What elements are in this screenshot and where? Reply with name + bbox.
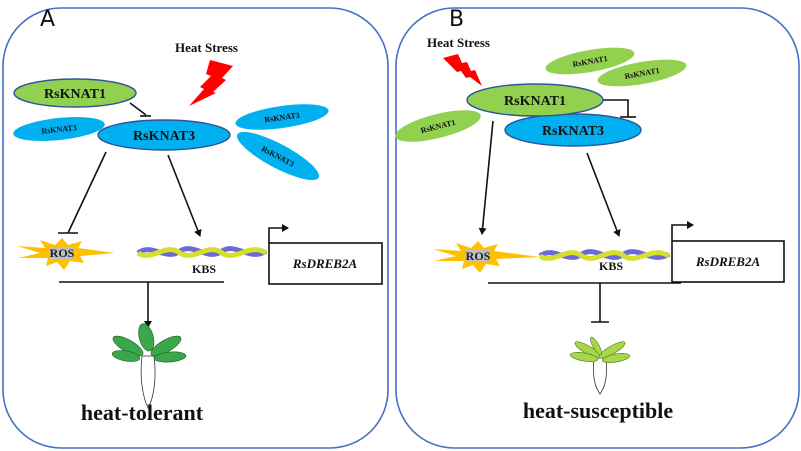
- panel-a-node-rsknat1: RsKNAT1: [13, 78, 137, 108]
- panel-b-border: [395, 7, 800, 449]
- panel-b-tss-arrow: [671, 221, 694, 241]
- panel-b-inhibit-line: [603, 99, 629, 117]
- panel-a-ros: ROS: [17, 238, 115, 270]
- panel-a-plant-icon: [111, 323, 187, 409]
- panel-b-activate-ros-arrow: [478, 120, 494, 235]
- panel-a-satellite-node: RsKNAT3: [235, 104, 329, 130]
- panel-b-node-rsknat1: RsKNAT1: [466, 83, 604, 117]
- panel-a-border: [2, 7, 389, 449]
- panel-b-phenotype-label: heat-susceptible: [523, 398, 674, 423]
- panel-a: A Heat Stress RsKNAT3 RsKNAT3 RsKNAT3 Rs…: [2, 7, 389, 449]
- panel-b-satellite-node: RsKNAT1: [597, 59, 687, 87]
- svg-text:RsDREB2A: RsDREB2A: [292, 256, 358, 271]
- panel-b-satellite-node: RsKNAT1: [395, 110, 481, 142]
- panel-a-satellite-node: RsKNAT3: [236, 131, 320, 181]
- panel-b-satellite-node: RsKNAT1: [545, 47, 635, 75]
- panel-b-plant-icon: [569, 336, 631, 395]
- panel-a-kbs-label: KBS: [192, 262, 216, 276]
- panel-a-gene-box: RsDREB2A: [268, 242, 383, 285]
- panel-a-dna-helix-icon: [136, 246, 268, 258]
- panel-a-lightning-icon: [189, 60, 233, 106]
- svg-text:ROS: ROS: [466, 249, 491, 263]
- panel-a-satellite-node: RsKNAT3: [13, 117, 105, 141]
- panel-a-tss-arrow: [268, 224, 289, 243]
- panel-b: B Heat Stress RsKNAT1 RsKNAT1 RsKNAT1 Rs…: [395, 7, 800, 449]
- panel-a-inhibit-ros-line: [67, 151, 107, 234]
- panel-b-heat-stress-label: Heat Stress: [427, 35, 490, 50]
- panel-b-dna-helix-icon: [538, 249, 671, 261]
- svg-text:RsKNAT1: RsKNAT1: [44, 87, 106, 102]
- svg-text:RsKNAT3: RsKNAT3: [133, 129, 195, 144]
- svg-text:RsKNAT3: RsKNAT3: [542, 124, 604, 139]
- panel-a-node-rsknat3: RsKNAT3: [97, 119, 231, 151]
- panel-b-letter: B: [449, 7, 464, 32]
- svg-text:ROS: ROS: [50, 246, 75, 260]
- panel-b-gene-box: RsDREB2A: [671, 240, 785, 283]
- panel-a-phenotype-label: heat-tolerant: [81, 400, 204, 425]
- svg-text:RsKNAT1: RsKNAT1: [504, 94, 566, 109]
- panel-b-activate-kbs-arrow: [586, 152, 621, 237]
- panel-b-node-rsknat3: RsKNAT3: [504, 113, 642, 147]
- panel-b-ros: ROS: [433, 241, 540, 273]
- panel-a-inhibit-line: [129, 102, 147, 116]
- panel-b-kbs-label: KBS: [599, 259, 623, 273]
- panel-b-lightning-icon: [443, 54, 482, 86]
- svg-text:RsDREB2A: RsDREB2A: [695, 254, 761, 269]
- svg-text:RsKNAT3: RsKNAT3: [41, 123, 77, 136]
- panel-a-activate-kbs-arrow: [167, 154, 202, 237]
- panel-a-letter: A: [40, 7, 55, 32]
- panel-a-heat-stress-label: Heat Stress: [175, 40, 238, 55]
